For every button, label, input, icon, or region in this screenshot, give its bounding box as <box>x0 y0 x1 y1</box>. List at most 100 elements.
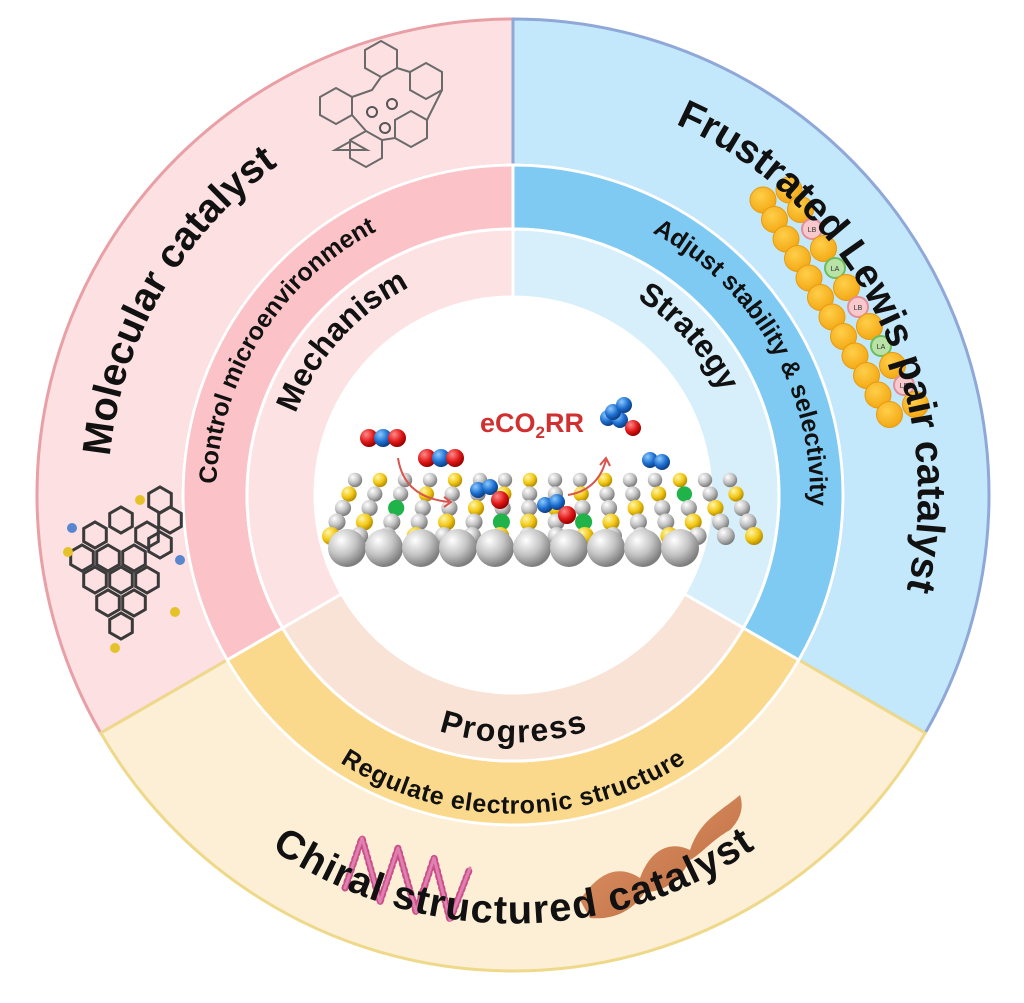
surface-atom <box>497 472 513 488</box>
oxygen-atom <box>491 491 509 509</box>
surface-atom <box>383 513 401 531</box>
lewis-base-site <box>801 218 823 240</box>
oxygen-atom <box>388 429 406 447</box>
center-disc <box>315 297 711 693</box>
surface-atom <box>410 513 428 531</box>
carbon-atom <box>654 454 670 470</box>
dopant-atom <box>388 499 405 517</box>
surface-atom <box>702 486 718 502</box>
lewis-base-site <box>847 296 869 318</box>
ring-unit <box>147 530 173 560</box>
surface-atom <box>328 513 346 531</box>
heteroatom <box>63 547 73 557</box>
lewis-acid-site <box>824 257 846 279</box>
surface-atom <box>361 499 378 517</box>
surface-atom <box>722 472 738 488</box>
surface-atom <box>347 472 363 488</box>
surface-atom <box>745 527 763 545</box>
reaction-arrow <box>567 456 611 496</box>
surface-atom <box>625 486 641 502</box>
surface-atom <box>654 499 671 517</box>
ring-unit <box>121 588 147 618</box>
ring-unit <box>147 485 173 515</box>
ring-unit <box>134 520 160 550</box>
surface-atom <box>672 472 688 488</box>
helical-chain-icon <box>341 834 474 924</box>
surface-atom <box>392 486 409 502</box>
heteroatom <box>67 523 77 533</box>
surface-atom <box>467 499 485 517</box>
chain-atom <box>787 196 814 223</box>
surface-atom <box>402 529 440 567</box>
carbon-atom <box>470 482 486 498</box>
surface-atom <box>547 472 563 488</box>
ring-unit <box>82 565 108 595</box>
site-label: LA <box>877 344 886 351</box>
surface-atom <box>716 527 735 545</box>
ring-unit <box>82 520 108 550</box>
chain-atom <box>876 401 903 428</box>
surface-atom <box>328 529 366 567</box>
heteroatom <box>170 607 180 617</box>
oxygen-atom <box>625 420 641 436</box>
surface-atom <box>657 513 675 531</box>
surface-atom <box>521 499 538 517</box>
site-label: LB <box>900 383 909 390</box>
ring-unit <box>108 611 134 641</box>
oxygen-atom <box>418 449 436 467</box>
site-label: LB <box>808 227 817 234</box>
surface-atom <box>600 499 618 517</box>
surface-atom <box>341 486 357 502</box>
ring-unit <box>121 543 147 573</box>
surface-atom <box>629 513 647 531</box>
surface-atom <box>372 472 388 488</box>
surface-atom <box>522 472 538 488</box>
surface-atom <box>438 513 456 531</box>
surface-atom <box>355 513 373 531</box>
oxygen-atom <box>360 429 378 447</box>
ring-unit <box>108 565 134 595</box>
surface-atom <box>712 513 730 531</box>
surface-atom <box>602 513 620 531</box>
dopant-atom <box>575 513 593 531</box>
surface-atom <box>447 472 463 488</box>
surface-atom <box>414 499 431 517</box>
ring-unit <box>95 543 121 573</box>
eco2rr-label: eCO2RR <box>480 408 584 442</box>
surface-atom <box>439 529 477 567</box>
chain-atom <box>833 274 860 301</box>
lewis-base-site <box>893 374 915 396</box>
surface-atom <box>684 513 702 531</box>
oxygen-atom <box>446 449 464 467</box>
chain-atom <box>856 313 883 340</box>
twisted-nanoribbon-icon <box>580 795 742 919</box>
carbon-atom <box>537 497 553 513</box>
surface-atom <box>733 499 751 517</box>
catalyst-surface-illustration <box>322 397 763 567</box>
surface-atom <box>465 513 483 531</box>
surface-atom <box>680 499 697 517</box>
surface-atom <box>521 486 538 502</box>
surface-atom <box>587 529 625 567</box>
surface-atom <box>739 513 757 531</box>
surface-atom <box>444 486 460 502</box>
surface-atom <box>661 529 699 567</box>
carbon-atom <box>374 429 392 447</box>
carbon-atom <box>549 494 565 510</box>
reaction-arrow <box>397 457 453 508</box>
chain-atom <box>879 352 906 379</box>
surface-atom <box>572 472 588 488</box>
surface-atom <box>599 486 615 502</box>
surface-atom <box>520 513 538 531</box>
heteroatom <box>175 555 185 565</box>
carbon-atom <box>432 449 450 467</box>
surface-atom <box>422 472 438 488</box>
surface-atom <box>513 529 551 567</box>
lewis-acid-site <box>870 335 892 357</box>
heteroatom <box>135 495 145 505</box>
covalent-framework-molecule-icon <box>63 485 185 653</box>
carbon-atom <box>642 452 658 468</box>
dopant-atom <box>676 486 693 502</box>
